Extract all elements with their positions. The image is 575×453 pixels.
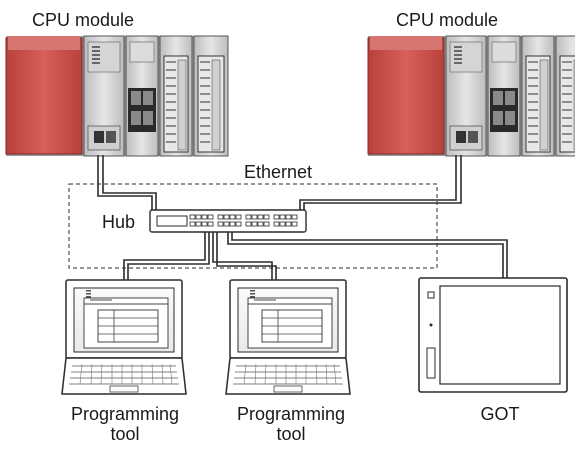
cpu-module-label-left: CPU module (32, 10, 135, 30)
programming-tool-label-right-line2: tool (276, 424, 306, 444)
programming-tool-label-right-line1: Programming (236, 404, 346, 424)
programming-tool-label-left: Programming tool (52, 404, 198, 444)
got-label: GOT (480, 404, 520, 424)
cpu-module-label-right: CPU module (396, 10, 499, 30)
programming-tool-label-right: Programming tool (218, 404, 364, 444)
ethernet-label: Ethernet (244, 162, 313, 182)
ethernet-boundary (68, 183, 438, 269)
hub-label: Hub (102, 212, 136, 232)
ethernet-cables (97, 155, 508, 280)
programming-tool-right (225, 279, 351, 395)
programming-tool-label-left-line2: tool (110, 424, 140, 444)
got-panel (418, 277, 568, 393)
cpu-module-left (5, 35, 229, 157)
hub-device (149, 209, 307, 233)
cpu-module-right (367, 35, 575, 157)
programming-tool-left (61, 279, 187, 395)
programming-tool-label-left-line1: Programming (70, 404, 180, 424)
